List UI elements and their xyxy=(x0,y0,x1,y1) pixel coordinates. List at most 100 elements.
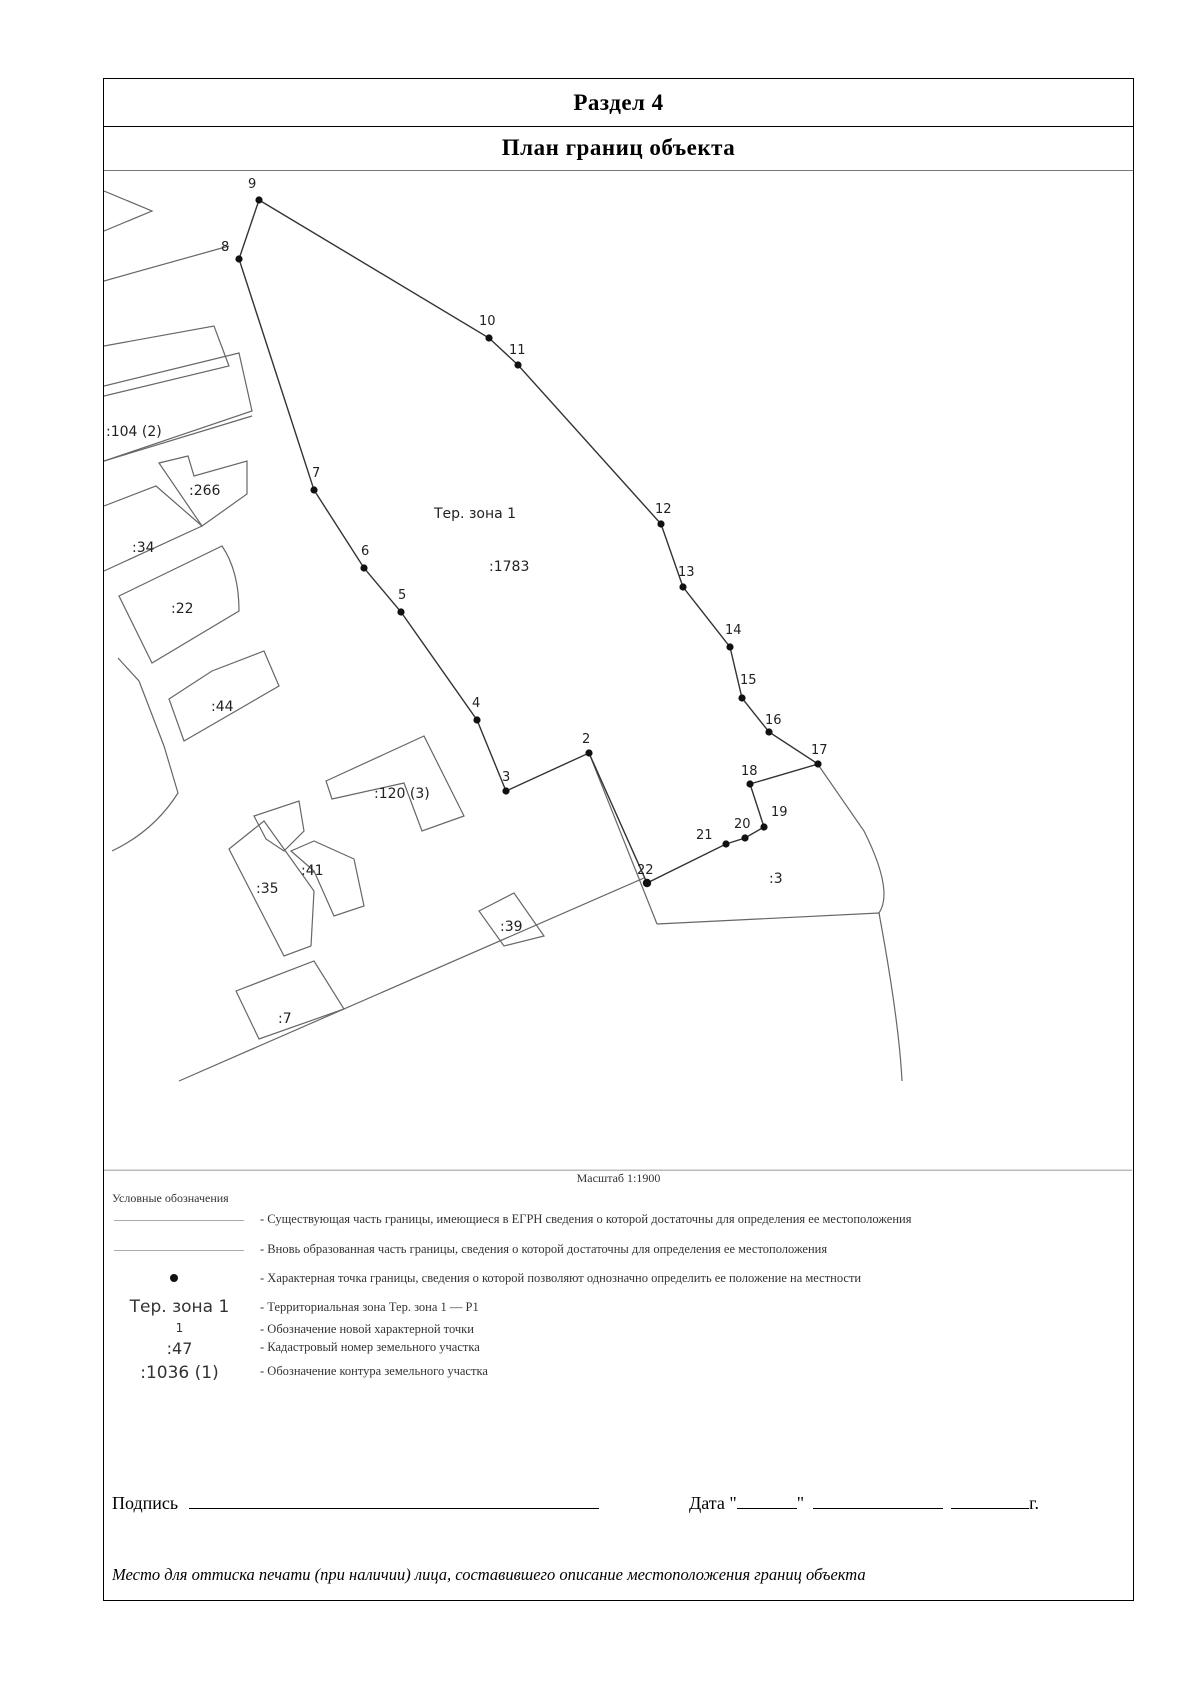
neighbor-parcel-outline xyxy=(104,245,230,282)
plan-title: План границ объекта xyxy=(104,126,1133,171)
boundary-point xyxy=(741,834,749,842)
point-label: 11 xyxy=(509,343,526,358)
legend-item-text: - Обозначение контура земельного участка xyxy=(260,1364,488,1378)
point-label: 15 xyxy=(740,673,757,688)
boundary-point xyxy=(397,608,405,616)
legend-item-text: - Характерная точка границы, сведения о … xyxy=(260,1271,862,1285)
date-field: Дата "" г. xyxy=(689,1492,1039,1514)
section-title: Раздел 4 xyxy=(104,79,1133,127)
boundary-point xyxy=(235,255,243,263)
boundary-point xyxy=(485,334,493,342)
legend-item: Тер. зона 1 - Территориальная зона Тер. … xyxy=(112,1297,1122,1319)
stamp-note: Место для оттиска печати (при наличии) л… xyxy=(112,1565,866,1584)
neighbor-parcel-outline xyxy=(111,657,179,852)
neighbor-parcel-outline xyxy=(656,912,903,1082)
parcel-label: :120 (3) xyxy=(374,786,430,802)
road-boundary xyxy=(178,877,645,1082)
document-frame: Раздел 4 План границ объекта xyxy=(103,78,1134,1601)
point-label: 3 xyxy=(502,770,510,785)
legend-item-text: - Вновь образованная часть границы, свед… xyxy=(260,1242,828,1256)
legend-title: Условные обозначения xyxy=(112,1191,229,1205)
boundary-point xyxy=(657,520,665,528)
point-label: 20 xyxy=(734,817,751,832)
point-label: 21 xyxy=(696,828,713,843)
contour-symbol: :1036 (1) xyxy=(140,1363,219,1383)
neighbor-parcel-outline xyxy=(588,752,658,925)
boundary-point xyxy=(679,583,687,591)
boundary-point xyxy=(722,840,730,848)
parcel-label: :22 xyxy=(171,601,194,617)
legend-item: :1036 (1) - Обозначение контура земельно… xyxy=(112,1361,1122,1383)
existing-boundary-line-symbol xyxy=(114,1220,244,1221)
legend-item: :47 - Кадастровый номер земельного участ… xyxy=(112,1337,1122,1359)
parcel-label: :104 (2) xyxy=(106,424,162,440)
point-label: 5 xyxy=(398,588,406,603)
cadastral-number-symbol: :47 xyxy=(166,1339,193,1358)
signature-field: Подпись xyxy=(112,1492,599,1514)
boundary-point xyxy=(760,823,768,831)
point-number-symbol: 1 xyxy=(175,1321,184,1335)
neighbor-parcel-outline xyxy=(289,840,365,917)
boundary-point xyxy=(360,564,368,572)
legend-item-text: - Территориальная зона Тер. зона 1 — Р1 xyxy=(260,1300,479,1314)
object-boundary xyxy=(238,199,820,884)
point-label: 8 xyxy=(221,240,229,255)
point-label: 6 xyxy=(361,544,369,559)
boundary-point xyxy=(514,361,522,369)
point-label: 7 xyxy=(312,466,320,481)
neighbor-parcel-outline xyxy=(235,960,345,1040)
signature-line[interactable] xyxy=(188,1492,599,1509)
point-label: 17 xyxy=(811,743,828,758)
boundary-point xyxy=(310,486,318,494)
neighbor-parcel-outline xyxy=(168,650,280,742)
point-label: 13 xyxy=(678,565,695,580)
neighbor-parcel-outline xyxy=(818,765,885,914)
neighbor-parcel-outline xyxy=(104,190,154,232)
zone-label: Тер. зона 1 xyxy=(433,506,516,522)
point-label: 16 xyxy=(765,713,782,728)
boundary-map: 2 3 4 5 6 7 8 9 10 11 12 13 14 15 16 17 … xyxy=(104,171,1132,1171)
parcel-label: :7 xyxy=(278,1011,292,1027)
date-year-line[interactable] xyxy=(951,1492,1030,1509)
date-day-line[interactable] xyxy=(736,1492,797,1509)
boundary-point xyxy=(502,787,510,795)
main-parcel-label: :1783 xyxy=(489,559,529,575)
legend-item: - Существующая часть границы, имеющиеся … xyxy=(112,1209,1122,1231)
signature-label: Подпись xyxy=(112,1493,179,1513)
boundary-point xyxy=(765,728,773,736)
neighbor-parcel-outline xyxy=(118,545,240,664)
legend-item: - Характерная точка границы, сведения о … xyxy=(112,1268,1122,1290)
neighbor-parcel-outline xyxy=(325,735,465,832)
point-label: 18 xyxy=(741,764,758,779)
legend-item-text: - Обозначение новой характерной точки xyxy=(260,1322,474,1336)
boundary-point xyxy=(642,878,652,888)
point-label: 19 xyxy=(771,805,788,820)
point-label: 12 xyxy=(655,502,672,517)
point-label: 4 xyxy=(472,696,480,711)
boundary-point-symbol xyxy=(170,1274,178,1282)
zone-symbol: Тер. зона 1 xyxy=(129,1297,230,1317)
point-label: 9 xyxy=(248,177,256,192)
legend-item: - Вновь образованная часть границы, свед… xyxy=(112,1239,1122,1261)
parcel-label: :41 xyxy=(301,863,324,879)
boundary-point xyxy=(726,643,734,651)
boundary-point xyxy=(255,196,263,204)
boundary-point xyxy=(585,749,593,757)
parcel-label: :44 xyxy=(211,699,234,715)
point-label: 2 xyxy=(582,732,590,747)
neighbor-parcel-outline xyxy=(104,352,253,462)
parcel-label: :266 xyxy=(189,483,221,499)
neighbor-parcel-outline xyxy=(104,415,253,462)
parcel-label: :3 xyxy=(769,871,783,887)
point-label: 10 xyxy=(479,314,496,329)
boundary-point xyxy=(473,716,481,724)
boundary-point xyxy=(738,694,746,702)
neighbor-parcel-outline xyxy=(228,820,315,957)
boundary-point xyxy=(814,760,822,768)
neighbor-parcel-outline xyxy=(104,325,230,397)
legend-item: 1 - Обозначение новой характерной точки xyxy=(112,1319,1122,1341)
neighbor-parcel-outline xyxy=(253,800,305,852)
date-month-line[interactable] xyxy=(812,1492,943,1509)
parcel-label: :35 xyxy=(256,881,279,897)
date-quote: " xyxy=(796,1493,805,1513)
